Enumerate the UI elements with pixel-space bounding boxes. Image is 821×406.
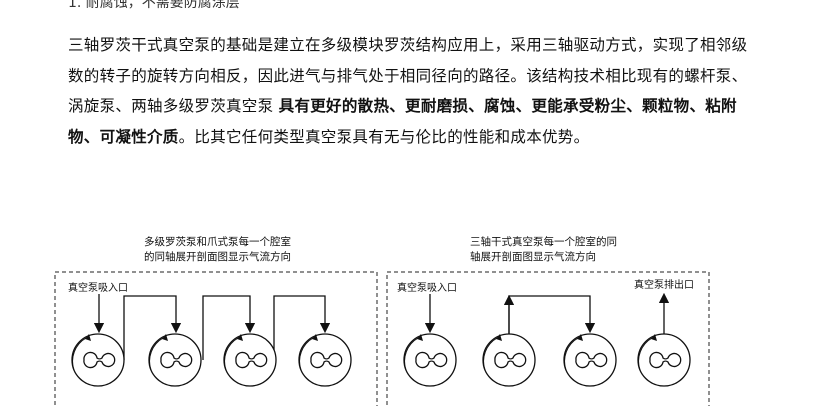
left-inlet-label: 真空泵吸入口 [66, 279, 130, 294]
right-pump-3 [563, 333, 617, 387]
right-outlet-label: 真空泵排出口 [632, 276, 696, 291]
description-paragraph: 三轴罗茨干式真空泵的基础是建立在多级模块罗茨结构应用上，采用三轴驱动方式，实现了… [68, 30, 758, 152]
right-inlet-label: 真空泵吸入口 [395, 279, 459, 294]
right-caption-line-2: 轴展开剖面图显示气流方向 [470, 251, 596, 263]
left-flow-lines [93, 292, 331, 360]
left-pump-3 [223, 333, 277, 387]
right-pump-1 [403, 333, 457, 387]
left-pump-4 [298, 333, 352, 387]
paragraph-text-start: 三轴罗茨干式真空泵的基础是建立在多级模块罗茨结构应用上，采用三轴驱动方式，实现了… [68, 36, 748, 115]
right-pump-2 [482, 333, 536, 387]
left-figure-caption: 多级罗茨泵和爪式泵每一个腔室 的同轴展开剖面图显示气流方向 [144, 235, 291, 265]
paragraph-text-end: 。比其它任何类型真空泵具有无与伦比的性能和成本优势。 [178, 127, 590, 146]
right-diagram-frame [386, 271, 710, 406]
right-flow-lines [424, 292, 670, 340]
left-pump-1 [71, 333, 125, 387]
left-caption-line-1: 多级罗茨泵和爪式泵每一个腔室 [144, 236, 291, 248]
left-caption-line-2: 的同轴展开剖面图显示气流方向 [144, 251, 291, 263]
right-pump-4 [637, 333, 691, 387]
left-pump-2 [148, 333, 202, 387]
left-pump-chambers [71, 333, 352, 387]
paragraph-bold-text: 具有更好的散热、更耐磨损、腐蚀、更能承受粉尘、颗粒物、粘附物、可凝性介质 [68, 97, 737, 146]
right-pump-chambers [403, 333, 691, 387]
right-figure-caption: 三轴干式真空泵每一个腔室的同 轴展开剖面图显示气流方向 [470, 235, 617, 265]
left-diagram-frame [54, 271, 378, 406]
right-caption-line-1: 三轴干式真空泵每一个腔室的同 [470, 236, 617, 248]
section-heading: 1. 耐腐蚀，不需要防腐涂层 [68, 0, 240, 11]
